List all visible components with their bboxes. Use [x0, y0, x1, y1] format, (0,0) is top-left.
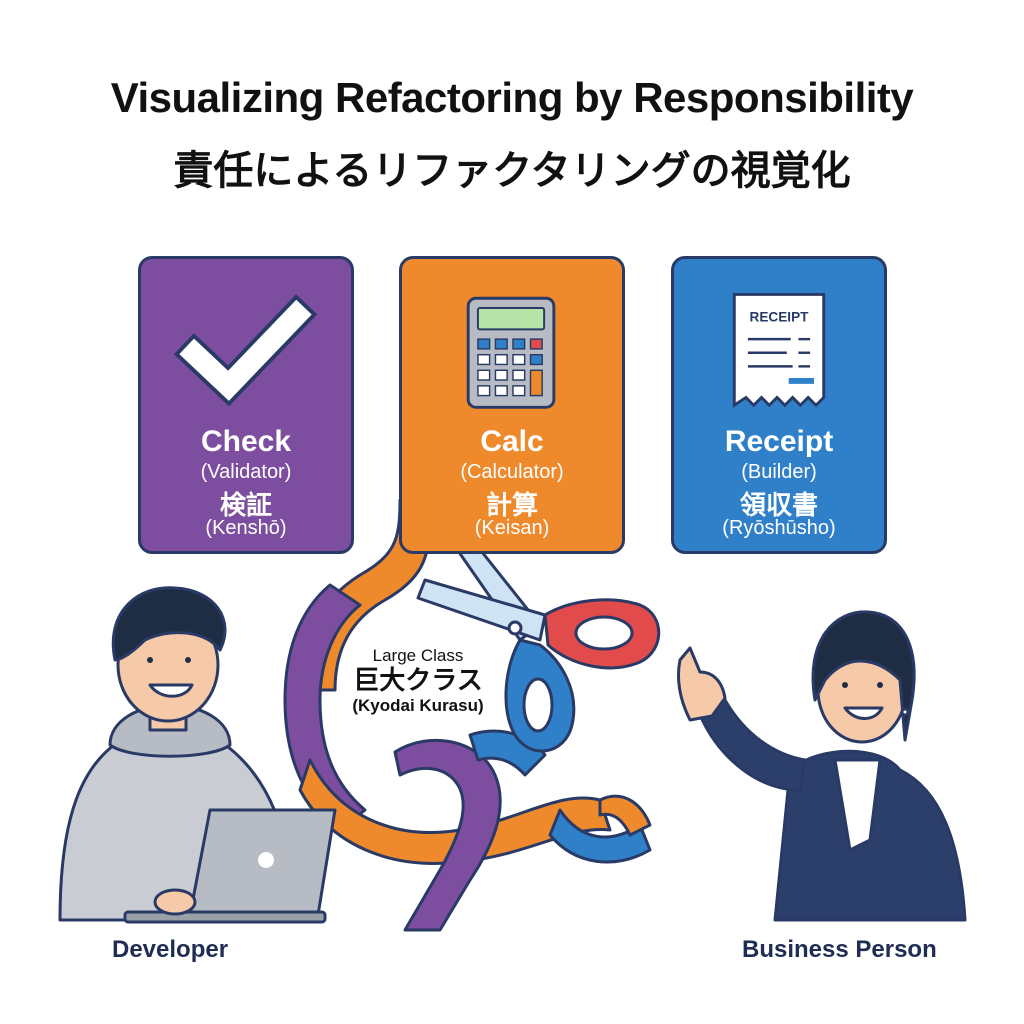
title-japanese: 責任によるリファクタリングの視覚化 — [173, 148, 851, 194]
ribbon-orange-tail — [598, 794, 652, 837]
card-calc: Calc (Calculator) 計算 (Keisan) — [399, 256, 625, 554]
large-class-english: Large Class — [372, 646, 464, 665]
card-calc-romaji: (Keisan) — [474, 517, 550, 539]
card-receipt-name: Receipt — [724, 425, 834, 458]
ribbon-orange-lower — [298, 758, 612, 865]
developer-eye-right — [185, 657, 191, 663]
developer-smile — [148, 683, 194, 698]
receipt-icon-text: RECEIPT — [750, 310, 810, 325]
card-check-japanese: 検証 — [219, 491, 272, 521]
business-earring — [900, 707, 910, 717]
developer-eye-left — [147, 657, 153, 663]
card-check: Check (Validator) 検証 (Kenshō) — [138, 256, 354, 554]
calculator-icon — [466, 296, 556, 409]
title-english: Visualizing Refactoring by Responsibilit… — [110, 74, 914, 121]
scissors-pivot — [507, 620, 523, 636]
checkmark-icon — [173, 294, 318, 407]
business-person-label: Business Person — [742, 936, 937, 963]
developer-figure — [58, 586, 337, 924]
large-class-romaji: (Kyodai Kurasu) — [352, 696, 484, 715]
business-person-figure — [676, 610, 967, 922]
scissors-handle-red-hole — [574, 615, 634, 651]
card-receipt-romaji: (Ryōshūsho) — [722, 517, 836, 539]
developer-hand — [153, 888, 197, 916]
card-receipt-role: (Builder) — [741, 461, 817, 483]
developer-label: Developer — [112, 936, 229, 963]
scissors-handle-blue-hole — [522, 677, 554, 733]
business-arm — [698, 698, 807, 792]
scissors-icon — [416, 516, 661, 753]
laptop-logo-icon — [258, 852, 274, 868]
card-calc-japanese: 計算 — [485, 491, 538, 521]
card-receipt-japanese: 領収書 — [739, 491, 818, 521]
business-hair — [811, 610, 916, 742]
business-smile — [843, 706, 884, 720]
card-receipt: RECEIPT Receipt (Builder) 領収書 (Ryōshūsho… — [671, 256, 887, 554]
business-eye-right — [877, 682, 883, 688]
ribbon-blue-segment-2 — [548, 808, 652, 864]
card-check-role: (Validator) — [200, 461, 292, 483]
card-check-romaji: (Kenshō) — [205, 517, 287, 539]
laptop-base — [123, 910, 327, 924]
large-class-japanese: 巨大クラス — [353, 666, 483, 696]
business-eye-left — [842, 682, 848, 688]
card-calc-role: (Calculator) — [460, 461, 564, 483]
large-class-label: Large Class 巨大クラス (Kyodai Kurasu) — [338, 646, 498, 716]
business-hand-pointing — [676, 646, 727, 722]
card-calc-name: Calc — [480, 425, 544, 458]
scissors-blade-left — [416, 578, 547, 642]
ribbon-purple-strand — [393, 738, 502, 932]
business-shirt — [833, 758, 882, 852]
receipt-icon: RECEIPT — [732, 292, 826, 408]
developer-hair — [111, 586, 227, 662]
card-check-name: Check — [200, 425, 292, 458]
